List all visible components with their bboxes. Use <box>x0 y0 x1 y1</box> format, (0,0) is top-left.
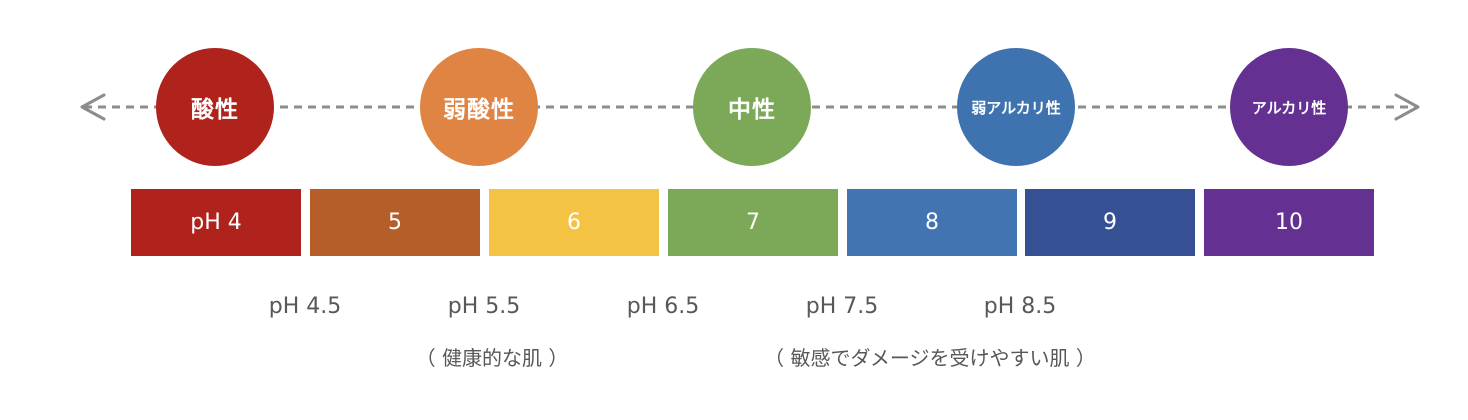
ph-scale-label: 9 <box>1103 210 1117 235</box>
category-acidic: 酸性 <box>156 48 274 166</box>
ph-scale-label: 7 <box>746 210 760 235</box>
ph-scale-segment-4: pH 4 <box>131 189 301 256</box>
tick-ph-4-5: pH 4.5 <box>268 294 342 319</box>
ph-scale-segment-9: 9 <box>1025 189 1195 256</box>
tick-ph-5-5: pH 5.5 <box>447 294 521 319</box>
ph-scale-label: pH 4 <box>190 210 242 235</box>
sensitive-skin-note: （ 敏感でダメージを受けやすい肌 ） <box>764 346 1096 370</box>
right-arrowhead-icon <box>1394 93 1420 121</box>
healthy-skin-note: （ 健康的な肌 ） <box>415 346 569 370</box>
ph-scale-segment-7: 7 <box>668 189 838 256</box>
ph-scale-label: 5 <box>388 210 402 235</box>
category-neutral: 中性 <box>693 48 811 166</box>
ph-scale-segment-10: 10 <box>1204 189 1374 256</box>
category-neutral-label: 中性 <box>728 97 776 123</box>
ph-scale-label: 6 <box>567 210 581 235</box>
category-weak-alkaline-label: 弱アルカリ性 <box>971 98 1061 117</box>
ph-scale-segment-8: 8 <box>847 189 1017 256</box>
category-weak-acidic-label: 弱酸性 <box>443 97 515 123</box>
category-weak-acidic: 弱酸性 <box>420 48 538 166</box>
category-acidic-label: 酸性 <box>191 97 239 123</box>
ph-scale-segment-6: 6 <box>489 189 659 256</box>
tick-ph-8-5: pH 8.5 <box>983 294 1057 319</box>
ph-scale-segment-5: 5 <box>310 189 480 256</box>
category-alkaline-label: アルカリ性 <box>1251 98 1327 117</box>
ph-scale-label: 10 <box>1275 210 1303 235</box>
left-arrowhead-icon <box>80 93 106 121</box>
category-alkaline: アルカリ性 <box>1230 48 1348 166</box>
tick-ph-7-5: pH 7.5 <box>805 294 879 319</box>
ph-scale-label: 8 <box>925 210 939 235</box>
tick-ph-6-5: pH 6.5 <box>626 294 700 319</box>
category-weak-alkaline: 弱アルカリ性 <box>957 48 1075 166</box>
